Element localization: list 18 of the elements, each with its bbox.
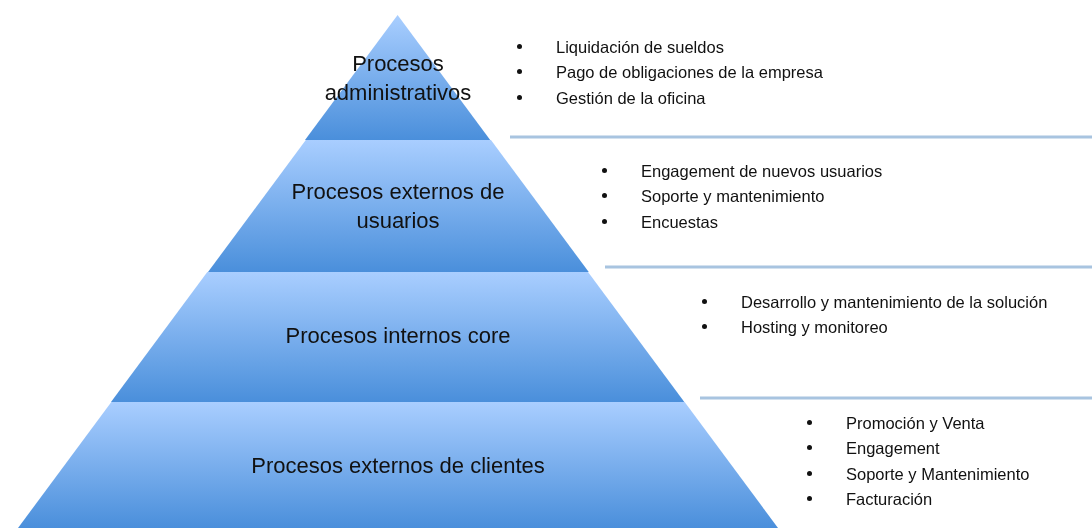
tier-label: Procesos externos de usuarios — [290, 178, 506, 235]
bullet-text: Liquidación de sueldos — [556, 37, 724, 58]
bullet-text: Soporte y Mantenimiento — [846, 463, 1030, 485]
bullet-text: Hosting y monitoreo — [741, 317, 888, 339]
pyramid-tier — [18, 402, 778, 528]
bullet-text: Promoción y Venta — [846, 413, 985, 434]
tier-label: Procesos externos de clientes — [250, 452, 546, 480]
pyramid-top-triangle — [305, 15, 491, 140]
tier-label: Procesos internos core — [284, 322, 512, 350]
bullet-text: Facturación — [846, 488, 933, 510]
bullet-text: Desarrollo y mantenimiento de la solución — [741, 292, 1048, 313]
bullet-text: Pago de obligaciones de la empresa — [556, 62, 823, 84]
bullet-text: Engagement de nuevos usuarios — [641, 161, 883, 182]
bullet-text: Engagement — [846, 438, 940, 460]
bullet-text: Soporte y mantenimiento — [641, 186, 825, 208]
pyramid-tier — [111, 272, 685, 402]
bullet-text: Gestión de la oficina — [556, 87, 706, 109]
bullet-text: Encuestas — [641, 211, 719, 233]
